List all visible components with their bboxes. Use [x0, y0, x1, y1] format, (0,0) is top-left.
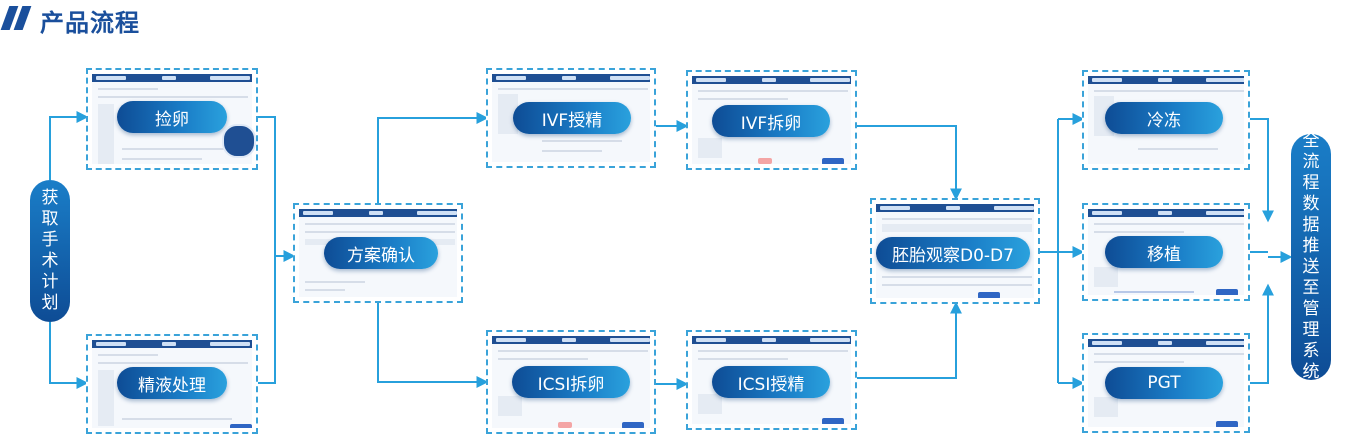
step-transfer: 移植 [1105, 236, 1223, 268]
step-icsi-denude: ICSI拆卵 [512, 366, 630, 398]
arrow-ivf-denude-to-embryo [857, 125, 962, 201]
end-node-char: 系 [1302, 341, 1320, 361]
start-node-get-surgery-plan: 获 取 手 术 计 划 [30, 180, 70, 322]
end-node-char: 管 [1302, 299, 1320, 319]
step-plan-confirm: 方案确认 [324, 237, 438, 269]
line-pgt-to-merge [1250, 283, 1274, 384]
end-node-char: 推 [1302, 236, 1320, 256]
end-node-char: 流 [1302, 152, 1320, 172]
arrow-start-to-semen [49, 322, 89, 389]
line-semen-to-merge [258, 256, 276, 384]
step-freeze: 冷冻 [1105, 102, 1223, 134]
end-node-char: 统 [1302, 362, 1320, 382]
start-node-char: 获 [41, 188, 59, 208]
end-node-char: 全 [1302, 131, 1320, 151]
line-freeze-to-merge [1250, 118, 1274, 223]
step-egg-retrieval: 捡卵 [117, 101, 227, 133]
end-node-char: 据 [1302, 215, 1320, 235]
start-node-char: 手 [41, 230, 59, 250]
end-node-char: 理 [1302, 320, 1320, 340]
step-semen-processing: 精液处理 [117, 367, 227, 399]
start-node-char: 取 [41, 209, 59, 229]
end-node-char: 数 [1302, 194, 1320, 214]
end-node-char: 程 [1302, 173, 1320, 193]
step-ivf-insemination: IVF授精 [513, 102, 631, 134]
arrow-icsi-ins-to-embryo [857, 301, 962, 379]
start-node-char: 计 [41, 272, 59, 292]
link-icon [222, 124, 256, 158]
section-header: 产品流程 [0, 0, 400, 40]
step-ivf-denude: IVF拆卵 [712, 105, 830, 137]
step-pgt: PGT [1105, 367, 1223, 399]
arrow-plan-to-ivf [377, 112, 489, 203]
step-icsi-insemination: ICSI授精 [712, 366, 830, 398]
step-embryo-observe: 胚胎观察D0-D7 [876, 237, 1030, 269]
screen-semen-processing [86, 334, 258, 434]
start-node-char: 划 [41, 293, 59, 313]
end-node-char: 送 [1302, 257, 1320, 277]
arrow-plan-to-icsi [377, 303, 489, 388]
line-egg-to-merge [258, 116, 276, 256]
end-node-push-to-management: 全 流 程 数 据 推 送 至 管 理 系 统 [1291, 131, 1331, 382]
start-node-char: 术 [41, 251, 59, 271]
page-title: 产品流程 [40, 9, 140, 37]
end-node-char: 至 [1302, 278, 1320, 298]
arrow-start-to-egg [49, 111, 89, 180]
